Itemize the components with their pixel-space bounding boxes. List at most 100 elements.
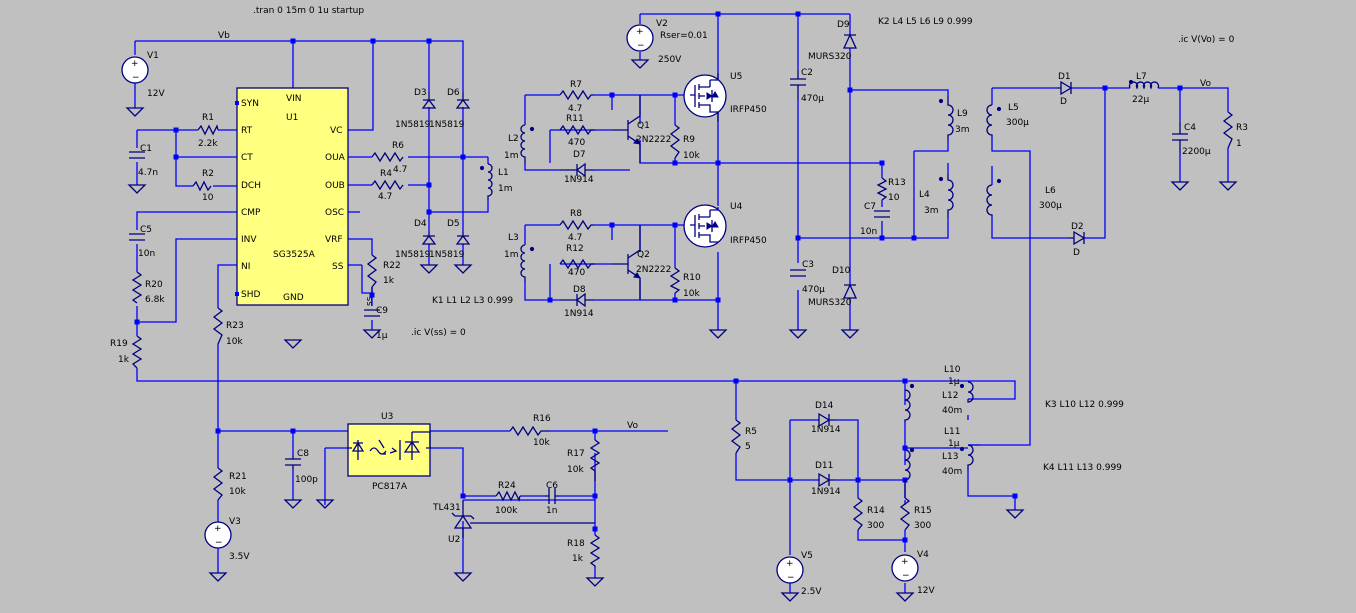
shunt-regulator-u2[interactable]: TL431 U2 <box>432 500 595 545</box>
inductor-l9 <box>947 96 954 140</box>
svg-text:U5: U5 <box>730 72 742 82</box>
svg-text:−: − <box>902 571 910 581</box>
svg-text:10n: 10n <box>138 249 155 259</box>
source-v4[interactable]: +− V4 12V <box>891 550 935 596</box>
directive-ic-ss: .ic V(ss) = 0 <box>411 328 466 338</box>
source-v1[interactable]: +− V1 12V <box>121 51 165 99</box>
source-v5[interactable]: +− V5 2.5V <box>776 551 822 597</box>
svg-text:12V: 12V <box>147 89 165 99</box>
svg-text:10k: 10k <box>533 438 550 448</box>
pin-ni: NI <box>241 262 250 272</box>
svg-text:D1: D1 <box>1058 72 1071 82</box>
svg-text:C1: C1 <box>140 144 152 154</box>
svg-text:C6: C6 <box>546 481 558 491</box>
svg-text:300: 300 <box>914 521 931 531</box>
svg-text:10n: 10n <box>860 227 877 237</box>
svg-text:R2: R2 <box>202 169 214 179</box>
pin-oua: OUA <box>325 153 346 163</box>
svg-text:10k: 10k <box>683 151 700 161</box>
svg-text:2.5V: 2.5V <box>801 587 822 597</box>
source-v3[interactable]: +− V3 3.5V <box>204 517 250 573</box>
svg-text:R16: R16 <box>533 414 551 424</box>
diode-d5 <box>455 232 471 246</box>
svg-text:L6: L6 <box>1045 186 1056 196</box>
svg-text:10: 10 <box>888 193 900 203</box>
resistor-r21 <box>212 467 224 501</box>
capacitors[interactable]: C1 4.7n C5 10n C9 1µ C2 470µ C3 470µ C7 … <box>129 68 1211 516</box>
pin-vrf: VRF <box>325 235 343 245</box>
net-label-ss: ss <box>365 296 375 306</box>
svg-text:R9: R9 <box>683 135 695 145</box>
svg-text:R12: R12 <box>566 244 584 254</box>
svg-text:R1: R1 <box>202 113 214 123</box>
svg-text:D6: D6 <box>447 88 460 98</box>
svg-text:MURS320: MURS320 <box>808 52 852 62</box>
svg-text:3m: 3m <box>924 206 939 216</box>
svg-text:2N2222: 2N2222 <box>636 135 671 145</box>
diode-d7 <box>560 162 594 178</box>
svg-text:D3: D3 <box>414 88 427 98</box>
svg-text:40m: 40m <box>942 406 962 416</box>
svg-text:+: + <box>214 524 222 534</box>
opto-u3[interactable]: U3 PC817A <box>347 412 431 492</box>
resistor-r18 <box>589 534 601 568</box>
svg-text:6.8k: 6.8k <box>145 295 165 305</box>
svg-text:470µ: 470µ <box>801 94 824 104</box>
svg-text:4.7n: 4.7n <box>138 168 158 178</box>
inductor-l13 <box>904 449 911 498</box>
pin-rt: RT <box>241 126 253 136</box>
resistors[interactable]: R1 2.2k R2 10 R6 4.7 R4 4.7 R20 6.8k R19… <box>110 80 1248 568</box>
pin-osc: OSC <box>325 208 344 218</box>
directive-k1: K1 L1 L2 L3 0.999 <box>432 296 513 306</box>
svg-text:1: 1 <box>1236 139 1242 149</box>
svg-text:U4: U4 <box>730 202 743 212</box>
capacitor-c7 <box>874 210 890 218</box>
directive-k3: K3 L10 L12 0.999 <box>1045 400 1124 410</box>
svg-text:R23: R23 <box>226 321 244 331</box>
inductor-l7 <box>1128 81 1160 90</box>
capacitor-c8 <box>285 455 301 470</box>
svg-text:100p: 100p <box>295 475 318 485</box>
svg-text:1m: 1m <box>504 250 519 260</box>
svg-text:22µ: 22µ <box>1132 95 1149 105</box>
capacitor-c1 <box>129 151 145 159</box>
resistor-r22 <box>366 254 378 293</box>
inductor-l6 <box>986 184 993 217</box>
capacitor-c4 <box>1172 122 1188 153</box>
svg-text:L11: L11 <box>944 427 960 437</box>
resistor-r7 <box>559 89 594 101</box>
resistor-r6 <box>371 151 404 163</box>
svg-text:L5: L5 <box>1008 103 1019 113</box>
inductors[interactable]: L1 1m L2 1m L3 1m L9 3m L4 3m L5 300µ L6… <box>479 72 1160 498</box>
inductor-l2 <box>520 124 526 163</box>
labels: Vb Vo Vo ss .tran 0 15m 0 1u startup .ic… <box>218 6 1235 473</box>
resistor-r12 <box>559 258 595 270</box>
resistor-r16 <box>509 425 550 437</box>
svg-text:−: − <box>637 41 645 51</box>
transistors[interactable]: Q1 2N2222 Q2 2N2222 U5 IRFP450 U4 IRFP45… <box>612 72 767 300</box>
svg-text:L13: L13 <box>942 452 958 462</box>
svg-text:4.7: 4.7 <box>568 233 582 243</box>
svg-text:1m: 1m <box>504 151 519 161</box>
source-v2[interactable]: +− V2 Rser=0.01 250V <box>626 19 708 65</box>
svg-text:L7: L7 <box>1136 72 1147 82</box>
resistor-r24 <box>495 490 521 502</box>
svg-text:470: 470 <box>568 138 585 148</box>
svg-text:R22: R22 <box>383 261 401 271</box>
directive-k4: K4 L11 L13 0.999 <box>1043 463 1122 473</box>
svg-text:R15: R15 <box>914 506 932 516</box>
svg-text:D11: D11 <box>815 461 833 471</box>
capacitor-c3 <box>790 269 806 277</box>
controller-ic[interactable]: U1 VIN SYN RT CT DCH CMP INV NI SHD VC O… <box>235 87 349 306</box>
svg-text:R21: R21 <box>229 472 247 482</box>
svg-text:R14: R14 <box>867 506 885 516</box>
svg-text:C3: C3 <box>802 260 814 270</box>
svg-text:D: D <box>1060 97 1067 107</box>
diodes[interactable]: D3 1N5819 D6 1N5819 D4 1N5819 D5 1N5819 … <box>395 20 1086 497</box>
svg-text:+: + <box>901 557 909 567</box>
resistor-r4 <box>371 179 404 191</box>
svg-text:MURS320: MURS320 <box>808 298 852 308</box>
svg-text:10k: 10k <box>567 465 584 475</box>
svg-text:L3: L3 <box>508 233 519 243</box>
